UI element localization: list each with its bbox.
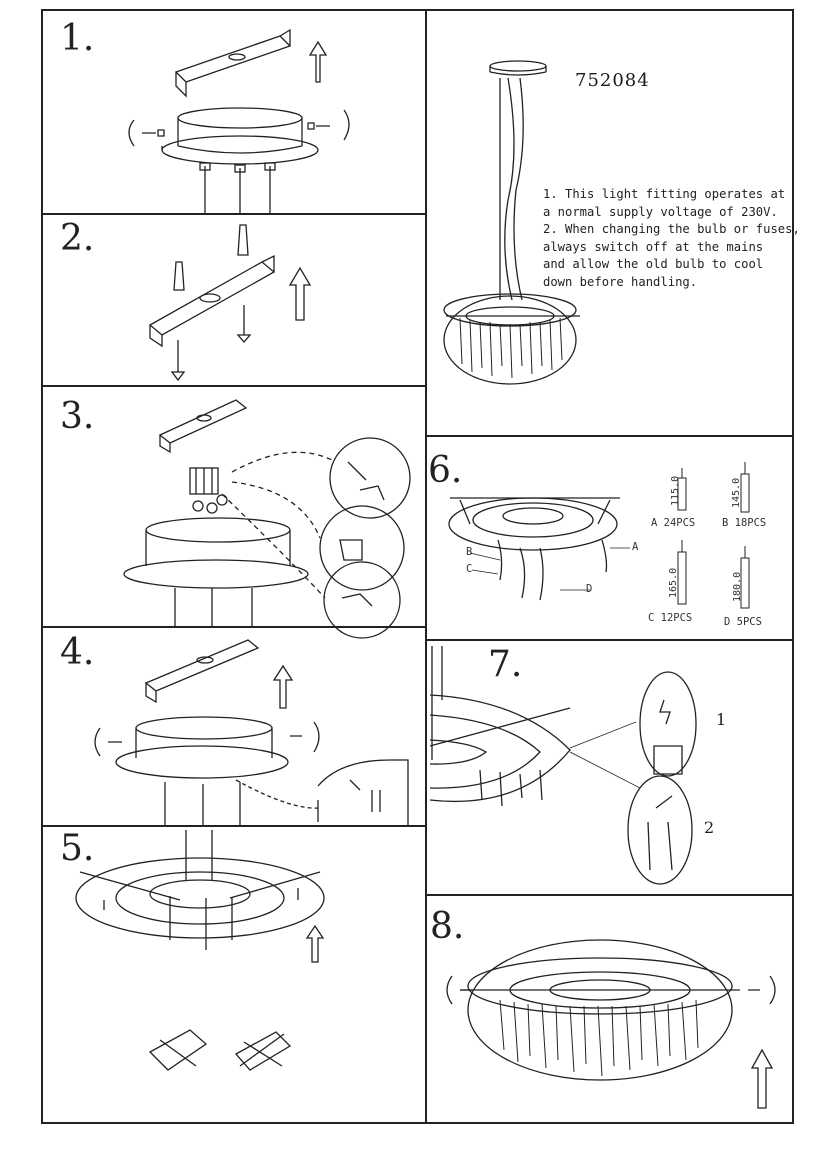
part-d-length: 180.0 xyxy=(732,571,743,602)
ring-label-c: C xyxy=(466,563,473,575)
step-number-7: 7. xyxy=(488,644,523,685)
step-number-4: 4. xyxy=(60,632,95,673)
hook-step-1: 1 xyxy=(716,710,727,729)
step7-drawing xyxy=(429,646,697,885)
step-number-8: 8. xyxy=(430,906,465,947)
note-line: 2. When changing the bulb or fuses, xyxy=(543,222,800,236)
ring-label-d: D xyxy=(586,583,593,595)
hook-step-2: 2 xyxy=(704,818,715,837)
detail-circle-mid xyxy=(319,505,405,591)
screw-left xyxy=(128,119,165,147)
step3-drawing xyxy=(123,399,411,639)
part-b-qty: B 18PCS xyxy=(722,517,767,529)
note-line: a normal supply voltage of 230V. xyxy=(543,204,778,219)
detail-circle-top xyxy=(329,437,411,519)
chandelier-overview xyxy=(443,60,580,385)
part-a-qty: A 24PCS xyxy=(651,517,696,529)
screw-left xyxy=(94,727,122,757)
bracket xyxy=(158,399,248,454)
up-arrow xyxy=(750,1048,774,1109)
wall-plug xyxy=(173,224,249,291)
step5-drawing xyxy=(75,830,325,1071)
note-line: and allow the old bulb to cool xyxy=(543,257,764,271)
step2-drawing xyxy=(148,224,312,382)
hook-detail-1 xyxy=(639,671,697,777)
screw-right xyxy=(748,975,776,1005)
bracket xyxy=(144,639,260,704)
up-arrow xyxy=(308,40,328,83)
note-line: down before handling. xyxy=(543,274,698,289)
model-number: 752084 xyxy=(575,70,650,91)
screw-right xyxy=(290,721,320,753)
step-number-3: 3. xyxy=(60,396,95,437)
safety-notes: 1. This light fitting operates at a norm… xyxy=(543,186,808,291)
screw xyxy=(170,305,252,382)
hook-detail-2 xyxy=(627,775,693,885)
up-arrow xyxy=(288,266,312,321)
bracket xyxy=(148,254,276,348)
step-number-2: 2. xyxy=(60,218,95,259)
ring-label-a: A xyxy=(632,541,639,553)
up-arrow xyxy=(272,664,294,709)
step-number-1: 1. xyxy=(60,18,95,59)
part-b-length: 145.0 xyxy=(731,477,742,508)
crystal-drops xyxy=(459,317,563,379)
step4-drawing xyxy=(94,639,409,826)
hook-detail-left xyxy=(148,1029,208,1071)
crystal-length-diagrams xyxy=(677,462,750,609)
screw-right xyxy=(307,109,350,141)
part-c-length: 165.0 xyxy=(668,567,679,598)
crystal-drops-8 xyxy=(499,999,699,1077)
panel-frame xyxy=(41,9,794,1124)
step-number-5: 5. xyxy=(60,828,95,869)
step6-drawing xyxy=(448,462,750,609)
note-line: always switch off at the mains xyxy=(543,239,764,254)
part-d-qty: D 5PCS xyxy=(724,616,762,628)
screw-left xyxy=(446,975,472,1005)
note-line: 1. This light fitting operates at xyxy=(543,187,786,201)
part-a-length: 115.0 xyxy=(670,475,681,506)
step8-drawing xyxy=(446,939,776,1109)
up-arrow xyxy=(305,924,325,963)
step1-drawing xyxy=(128,28,350,214)
part-c-qty: C 12PCS xyxy=(648,612,693,624)
mounting-bracket xyxy=(174,28,292,98)
hook-detail-right xyxy=(234,1031,292,1071)
detail-circle-bottom xyxy=(323,561,401,639)
step-number-6: 6. xyxy=(428,450,463,491)
ring-label-b: B xyxy=(466,546,473,558)
